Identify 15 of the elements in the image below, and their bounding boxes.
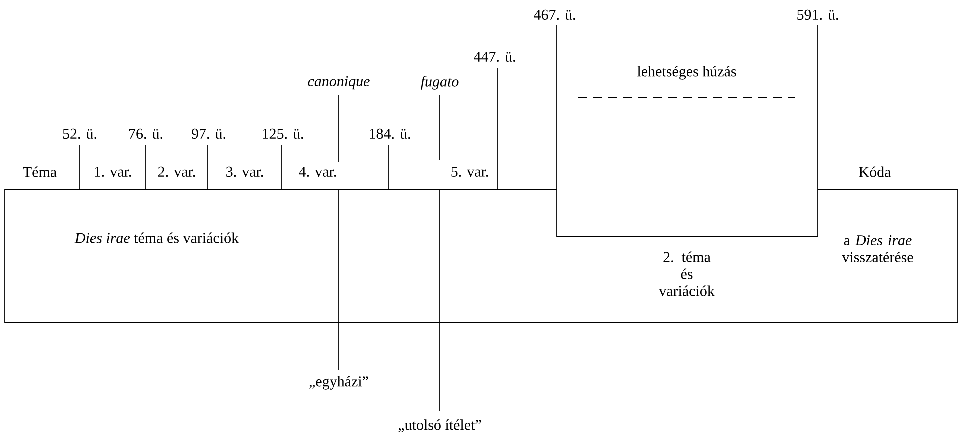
measure-number: 125. ü. — [263, 128, 304, 140]
measure-number: 447. ü. — [474, 52, 516, 62]
measure-number: 52. ü. — [63, 128, 96, 140]
cut-section-box: lehetséges húzás — [556, 24, 818, 238]
measure-number: 76. ü. — [130, 128, 162, 140]
measure-number: 591. ü. — [798, 10, 838, 20]
measure-number: 97. ü. — [192, 128, 226, 140]
measure-number: 467. ü. — [534, 10, 576, 20]
section-label: fugato — [421, 76, 459, 90]
measure-number: 184. ü. — [370, 128, 410, 140]
quote-label: „utolsó ítélet” — [398, 420, 482, 432]
quote-label: „egyházi” — [310, 376, 368, 390]
section-label: Kóda — [859, 166, 892, 178]
section-label: canonique — [308, 76, 370, 90]
timeline-band: Dies irae téma és variációk 2. téma és variációk a Dies irae visszatérése — [4, 190, 958, 324]
